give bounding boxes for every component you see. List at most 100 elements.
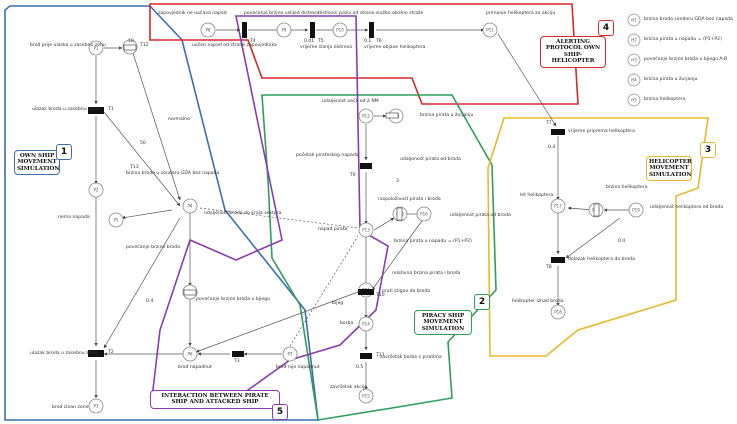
label-t13: T13 [130, 165, 139, 170]
label-own-5: brod izvan zone [52, 405, 89, 410]
label-own-7: normalno [168, 117, 190, 122]
place-p5 [108, 212, 124, 228]
place-label-p8: P8 [206, 28, 211, 33]
place-label-p17: P17 [554, 204, 562, 209]
label-top-5: uočen napad od strane zapovjednika [192, 43, 277, 48]
transition-t6 [369, 22, 374, 38]
label-heli-2: let helikoptera [520, 193, 554, 198]
legend-label-h3: povećanje brzine broda u bijegu A-B [644, 57, 728, 62]
label-t9: T9 [350, 173, 356, 178]
label-top-4: primanje helikoptera za akciju [486, 11, 556, 16]
arc-weight-7: 0.5 [356, 365, 364, 370]
place-label-p12: P12 [362, 114, 370, 119]
label-own-2: ulazak broda u zasebnu zonu [32, 107, 100, 112]
place-p4 [182, 198, 198, 214]
label-heli-1: vrijeme priprema helikoptera [568, 129, 635, 134]
place-label-p4: P4 [188, 204, 193, 209]
zone-number-own-ship: 1 [56, 144, 72, 160]
place-p9 [276, 22, 292, 38]
place-p1 [88, 40, 104, 56]
label-pir-6: raspoloživost pirata i broda [378, 197, 441, 202]
zone-title-piracy: PIRACY SHIP MOVEMENT SIMULATION [414, 310, 472, 336]
label-pir-13: završetak borbe s piratima [380, 355, 442, 360]
legend-label-h2: brzina pirata u napadu = (P1+P2) [644, 37, 722, 42]
place-label-p13: P13 [362, 228, 370, 233]
zone-title-helicopter: HELICOPTER MOVEMENT SIMULATION [646, 156, 692, 182]
zone-boundary-helicopter [487, 117, 709, 357]
label-pir-4: udaljenost pirata od broda [400, 157, 461, 162]
label-top-6: vrijeme slanja distresa [300, 45, 352, 50]
label-own-11: brod napadnut [178, 365, 212, 370]
arc-weight-3: 0.4 [146, 299, 154, 304]
label-top-7: vrijeme objave helikoptera [364, 45, 426, 50]
transition-group [88, 22, 600, 359]
label-pir-7: udaljenost pirata od broda [450, 213, 511, 218]
zone-title-own-ship: OWN SHIP MOVEMENT SIMULATION [14, 150, 60, 176]
place-p12 [358, 108, 374, 124]
place-label-p2: P2 [94, 188, 99, 193]
label-pir-10: bijeg [332, 301, 344, 306]
place-p19 [628, 202, 644, 218]
legend-label-h4: brzina pirata u žurjanju [644, 77, 698, 82]
place-p7 [282, 346, 298, 362]
place-label-p6: P6 [188, 352, 193, 357]
label-own-8: brzina broda u sondoru GDA bez napada [126, 171, 220, 176]
label-t8: T8 [546, 265, 552, 270]
place-p18 [550, 304, 566, 320]
label-t12: T12 [140, 43, 149, 48]
place-p16 [416, 206, 432, 222]
place-p8 [200, 22, 216, 38]
place-label-p3: P3 [94, 404, 99, 409]
arc-weight-1: 10 [128, 39, 134, 44]
label-pir-2: brzina pirata u žurjanju [420, 113, 474, 118]
place-label-p11: P11 [486, 28, 494, 33]
place-p3 [88, 398, 104, 414]
label-top-2: povećanje brzine uslijed distresa [244, 11, 320, 16]
place-p17 [550, 198, 566, 214]
label-pir-1: udaljenost veća od 2 NM [322, 99, 379, 104]
label-own-4: ulazak broda u zasebnu zonu [30, 351, 98, 356]
transition-t8 [551, 257, 565, 263]
place-p14 [358, 316, 374, 332]
legend-id-h4: H4 [631, 78, 637, 83]
label-t3: T3 [234, 359, 240, 364]
label-own-10: povećanje brzine broda u bijegu [196, 297, 270, 302]
zone-boundary-piracy [261, 94, 497, 421]
label-heli-3: brzina helikoptera [606, 185, 648, 190]
legend-id-h3: H3 [631, 58, 637, 63]
arc-weight-9: 0.1 [364, 39, 372, 44]
label-own-9: povećanje brzine broda [126, 245, 181, 250]
label-heli-4: udaljenost helikoptera od broda [650, 205, 724, 210]
zone-number-interaction: 5 [272, 404, 288, 420]
zone-number-piracy: 2 [474, 294, 490, 310]
arc-weight-2: 50 [140, 141, 146, 146]
transition-t11 [360, 353, 372, 359]
transition-tk5 [183, 289, 197, 296]
zone-boundary-own-ship [4, 5, 319, 421]
label-top-3: distresni poziv od strane službe obalne … [318, 11, 424, 16]
transition-t7 [551, 129, 565, 135]
zone-number-helicopter: 3 [700, 142, 716, 158]
label-t4: T4 [250, 39, 256, 44]
place-label-p1: P1 [94, 46, 99, 51]
transition-tk1 [123, 44, 137, 51]
transition-t10 [358, 289, 374, 295]
zone-title-alerting: ALERTING PROTOCOL OWN SHIP-HELICOPTER [540, 36, 606, 68]
transition-t2 [88, 350, 104, 357]
legend-label-h5: brzina helikoptera [644, 97, 686, 102]
arc-weight-8: 0.01 [304, 39, 315, 44]
legend-id-h5: H5 [631, 98, 637, 103]
legend-id-h1: H1 [631, 18, 637, 23]
arc-group [94, 28, 630, 399]
transition-t5 [310, 22, 315, 38]
label-heli-5: dolazak helikoptera do broda [568, 257, 635, 262]
label-heli-6: helikopter iznad broda [512, 299, 564, 304]
zone-title-interaction: INTERACTION BETWEEN PIRATE SHIP AND ATTA… [150, 390, 280, 409]
arc-weight-6: 0.4 [618, 239, 626, 244]
place-label-p15: P15 [362, 394, 370, 399]
zone-number-alerting: 4 [598, 20, 614, 36]
label-pir-12: borba [340, 321, 354, 326]
place-p15 [358, 388, 374, 404]
label-t7: T7 [546, 121, 552, 126]
label-pir-14: završetak akcije [330, 385, 368, 390]
